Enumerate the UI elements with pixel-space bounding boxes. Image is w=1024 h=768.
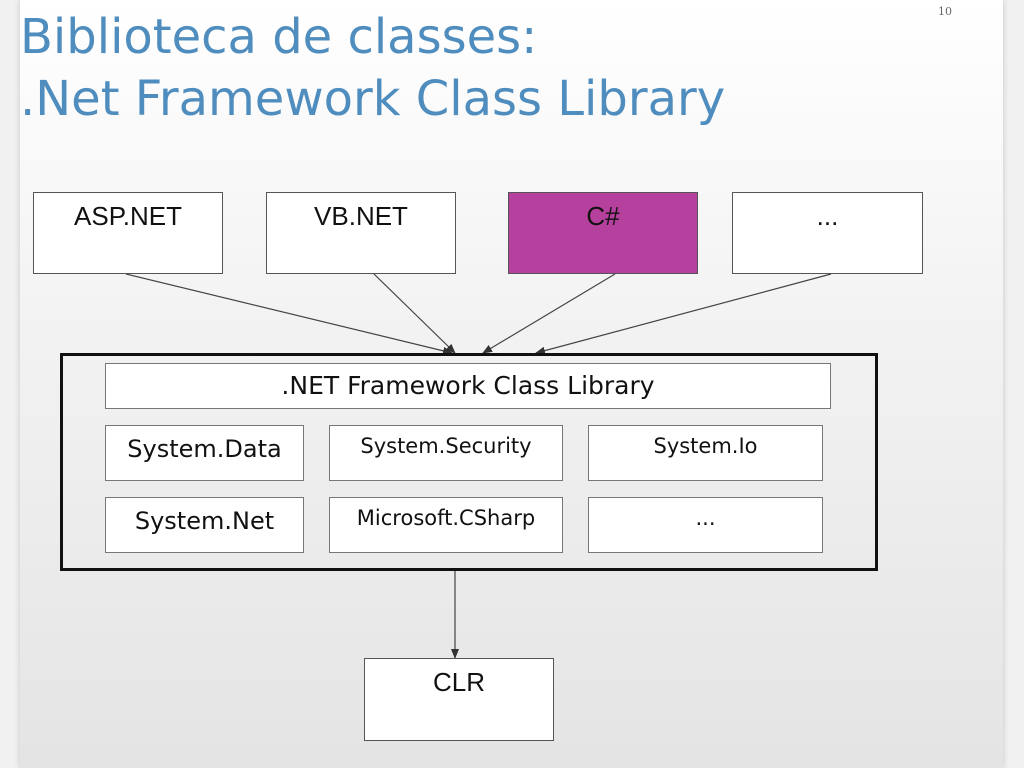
arrow-more	[535, 273, 832, 355]
page-number: 10	[938, 5, 952, 18]
title-line-2: .Net Framework Class Library	[20, 71, 726, 127]
module-microsoft-csharp: Microsoft.CSharp	[329, 497, 563, 553]
arrow-aspnet	[125, 273, 453, 355]
module-more: ...	[588, 497, 823, 553]
class-library-header: .NET Framework Class Library	[105, 363, 831, 409]
language-box-aspnet: ASP.NET	[33, 192, 223, 274]
language-box-more: ...	[732, 192, 923, 274]
arrow-vbnet	[373, 273, 456, 354]
language-box-csharp: C#	[508, 192, 698, 274]
module-system-net: System.Net	[105, 497, 304, 553]
slide-title: Biblioteca de classes: .Net Framework Cl…	[20, 6, 725, 130]
framework-container	[60, 353, 878, 571]
module-system-io: System.Io	[588, 425, 823, 481]
language-box-vbnet: VB.NET	[266, 192, 456, 274]
module-system-security: System.Security	[329, 425, 563, 481]
title-line-1: Biblioteca de classes:	[20, 9, 538, 65]
module-system-data: System.Data	[105, 425, 304, 481]
arrow-csharp	[482, 273, 616, 354]
clr-box: CLR	[364, 658, 554, 741]
